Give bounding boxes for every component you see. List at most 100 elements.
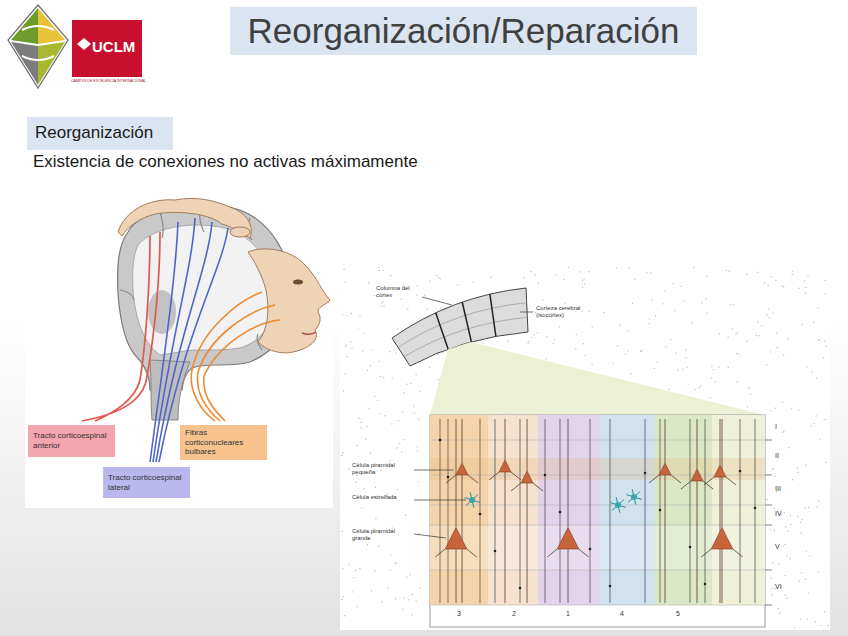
label-holder: I: [775, 423, 777, 431]
neuron-fibres-part: [610, 419, 611, 603]
scan-noise-part: [554, 338, 555, 339]
scan-noise-part: [378, 545, 379, 546]
scan-noise-part: [824, 293, 825, 294]
scan-noise-part: [664, 290, 665, 291]
neuron-fibres-part: [755, 419, 756, 603]
scan-noise-part: [764, 282, 765, 283]
scan-noise-part: [674, 310, 675, 311]
scan-noise-part: [553, 343, 554, 344]
subtitle: Existencia de conexiones no activas máxi…: [33, 152, 418, 172]
scan-noise-part: [582, 280, 583, 281]
scan-noise-part: [798, 580, 799, 581]
scan-noise-part: [426, 308, 427, 309]
neuron-cells-part: [557, 527, 579, 549]
scan-noise-part: [791, 408, 792, 409]
scan-noise-part: [410, 383, 411, 384]
scan-noise-part: [417, 285, 418, 286]
scan-noise-part: [579, 271, 580, 272]
cortex-column-figure-part: [430, 415, 765, 627]
scan-noise-part: [390, 554, 391, 555]
neuron-cells-part: [445, 527, 467, 549]
scan-noise-part: [379, 270, 380, 271]
neuron-fibres-part: [689, 546, 692, 549]
neuron-fibres-part: [440, 419, 441, 603]
scan-noise-part: [378, 267, 379, 268]
scan-noise-part: [625, 353, 626, 354]
scan-noise-part: [772, 468, 773, 469]
scan-noise-part: [398, 420, 399, 421]
label-holder: UCLM: [92, 38, 135, 55]
neuron-cells-part: [499, 460, 511, 472]
scan-noise-part: [603, 312, 604, 313]
cortex-column-figure-part: [340, 265, 830, 630]
neuron-fibres-part: [660, 419, 661, 603]
scan-noise-part: [649, 318, 650, 319]
scan-noise-part: [589, 310, 590, 311]
scan-noise-part: [583, 343, 584, 344]
label-holder: VI: [775, 583, 782, 591]
scan-noise-part: [360, 427, 361, 428]
scan-noise-part: [782, 401, 783, 402]
scan-noise-part: [800, 618, 801, 619]
scan-noise-part: [790, 524, 791, 525]
scan-noise-part: [737, 381, 738, 382]
cortex-column-figure-part: [488, 415, 538, 605]
scan-noise-part: [774, 508, 775, 509]
neuron-cells-part: [489, 419, 521, 603]
scan-noise-part: [806, 366, 807, 367]
neuron-cells-part: [547, 419, 589, 603]
scan-noise-part: [348, 468, 349, 469]
scan-noise-part: [668, 389, 669, 390]
scan-noise-part: [731, 328, 732, 329]
scan-noise-part: [749, 388, 750, 389]
scan-noise-part: [351, 348, 352, 349]
scan-noise-part: [616, 267, 617, 268]
cortex-column-figure-part: [430, 415, 488, 605]
scan-noise-part: [691, 322, 692, 323]
scan-noise-part: [824, 340, 825, 341]
scan-noise-part: [343, 390, 344, 391]
label-holder: 3: [457, 610, 461, 618]
scan-noise-part: [418, 418, 419, 419]
scan-noise-part: [797, 516, 798, 517]
scan-noise-part: [630, 373, 631, 374]
scan-noise-part: [440, 308, 441, 309]
scan-noise-part: [359, 315, 360, 316]
scan-noise-part: [766, 499, 767, 500]
scan-noise-part: [735, 333, 736, 334]
cortex-column-figure-part: [520, 312, 533, 313]
scan-noise-part: [341, 455, 342, 456]
scan-noise-part: [824, 419, 825, 420]
scan-noise-part: [774, 530, 775, 531]
scan-noise-part: [824, 611, 825, 612]
cortex-column-figure-part: [436, 294, 496, 349]
scan-noise-part: [816, 377, 817, 378]
scan-noise-part: [397, 328, 398, 329]
scan-noise-part: [815, 621, 816, 622]
scan-noise-part: [482, 342, 483, 343]
label-holder: 2: [512, 610, 516, 618]
scan-noise-part: [523, 277, 524, 278]
scan-noise-part: [429, 367, 430, 368]
scan-noise-part: [370, 453, 371, 454]
scan-noise-part: [757, 271, 758, 272]
scan-noise-part: [738, 354, 739, 355]
scan-noise-part: [701, 302, 702, 303]
scan-noise-part: [389, 351, 390, 352]
logo-text: UCLM: [92, 38, 135, 55]
layer-number: V: [775, 543, 780, 551]
section-heading: Reorganización: [27, 117, 173, 150]
scan-noise-part: [546, 336, 547, 337]
neuron-fibres-part: [740, 419, 741, 603]
scan-noise-part: [410, 574, 411, 575]
label-holder: 5: [676, 610, 680, 618]
neuron-cells-part: [610, 497, 625, 513]
scan-noise-part: [380, 305, 381, 306]
neuron-fibres-part: [448, 419, 449, 603]
scan-noise-part: [371, 349, 372, 350]
scan-noise-part: [681, 286, 682, 287]
cortex-column-figure-part: [422, 297, 452, 305]
scan-noise-part: [805, 287, 806, 288]
scan-noise-part: [670, 339, 671, 340]
